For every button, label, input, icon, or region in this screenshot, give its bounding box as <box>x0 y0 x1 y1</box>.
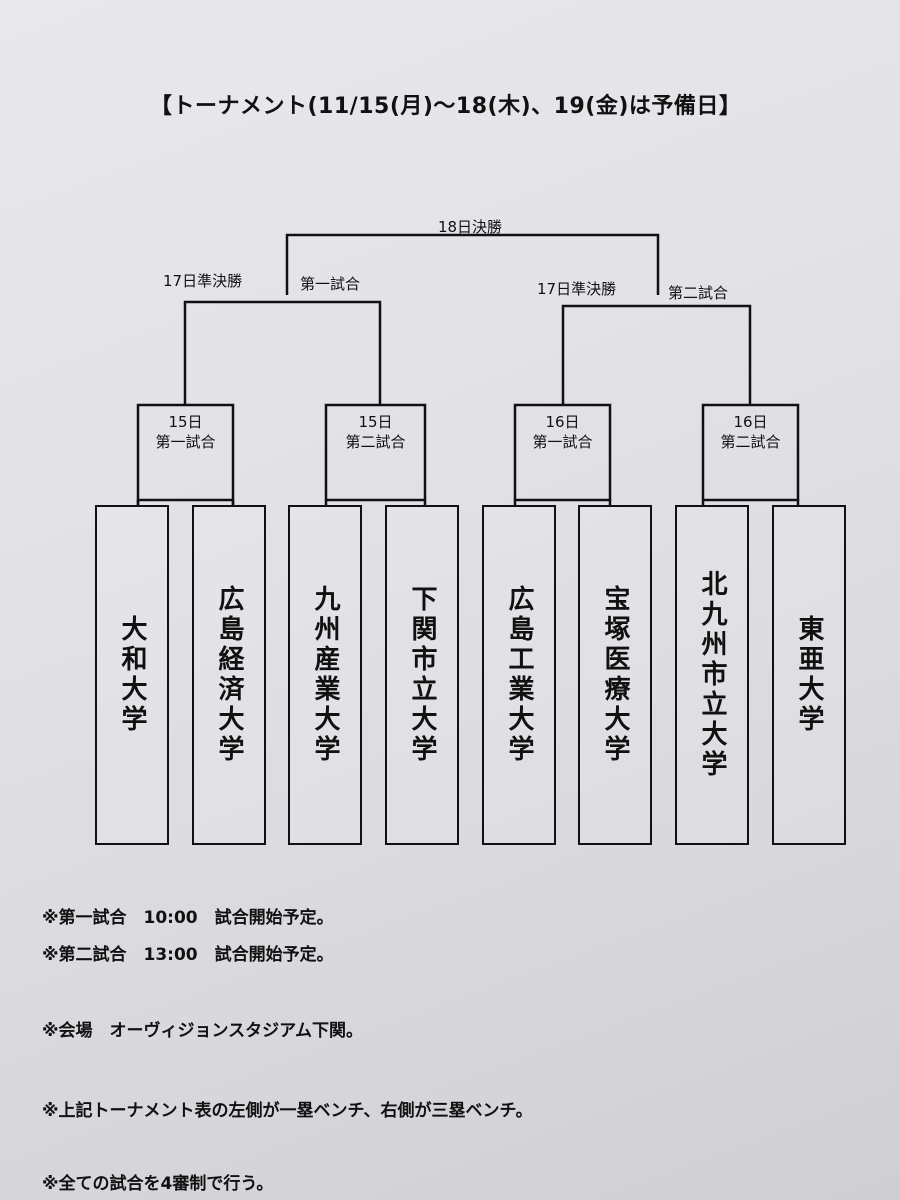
team-name: 下関市立大学 <box>407 585 437 765</box>
semifinal-left-label: 17日準決勝 <box>163 272 243 290</box>
round1-game-2: 第二試合 <box>345 433 406 451</box>
team-name: 宝塚医療大学 <box>600 585 630 765</box>
final-connector <box>285 233 660 295</box>
semifinal-right-connector <box>561 304 752 405</box>
team-box-2: 広島経済大学 <box>192 505 266 845</box>
team-name: 大和大学 <box>117 615 147 735</box>
team-name: 広島経済大学 <box>214 585 244 765</box>
semifinal-right-label: 17日準決勝 <box>537 280 617 298</box>
round1-box-4 <box>701 403 800 502</box>
team-name: 東亜大学 <box>794 615 824 735</box>
final-label: 18日決勝 <box>437 218 503 236</box>
page-title: 【トーナメント(11/15(月)～18(木)、19(金)は予備日】 <box>150 94 742 119</box>
team-box-4: 下関市立大学 <box>385 505 459 845</box>
round1-box-3 <box>513 403 612 502</box>
note-venue: ※会場 オーヴィジョンスタジアム下関。 <box>42 1021 363 1041</box>
team-name: 九州産業大学 <box>310 585 340 765</box>
round1-box-1 <box>136 403 235 502</box>
round1-box-2 <box>324 403 427 502</box>
team-name: 北九州市立大学 <box>697 570 727 780</box>
team-box-6: 宝塚医療大学 <box>578 505 652 845</box>
round1-day-2: 15日 <box>358 413 393 431</box>
team-box-8: 東亜大学 <box>772 505 846 845</box>
note-umpires: ※全ての試合を4審制で行う。 <box>42 1174 274 1194</box>
round1-day-4: 16日 <box>733 413 768 431</box>
note-first-game: ※第一試合 10:00 試合開始予定。 <box>42 908 334 928</box>
note-bench: ※上記トーナメント表の左側が一塁ベンチ、右側が三塁ベンチ。 <box>42 1101 533 1121</box>
team-name: 広島工業大学 <box>504 585 534 765</box>
note-second-game: ※第二試合 13:00 試合開始予定。 <box>42 945 334 965</box>
team-box-7: 北九州市立大学 <box>675 505 749 845</box>
semifinal-right-game: 第二試合 <box>668 284 729 302</box>
round1-game-3: 第一試合 <box>532 433 593 451</box>
semifinal-left-game: 第一試合 <box>300 275 361 293</box>
round1-game-4: 第二試合 <box>720 433 781 451</box>
round1-game-1: 第一試合 <box>155 433 216 451</box>
semifinal-left-connector <box>183 300 382 405</box>
team-box-1: 大和大学 <box>95 505 169 845</box>
team-box-3: 九州産業大学 <box>288 505 362 845</box>
team-box-5: 広島工業大学 <box>482 505 556 845</box>
round1-day-3: 16日 <box>545 413 580 431</box>
round1-day-1: 15日 <box>168 413 203 431</box>
